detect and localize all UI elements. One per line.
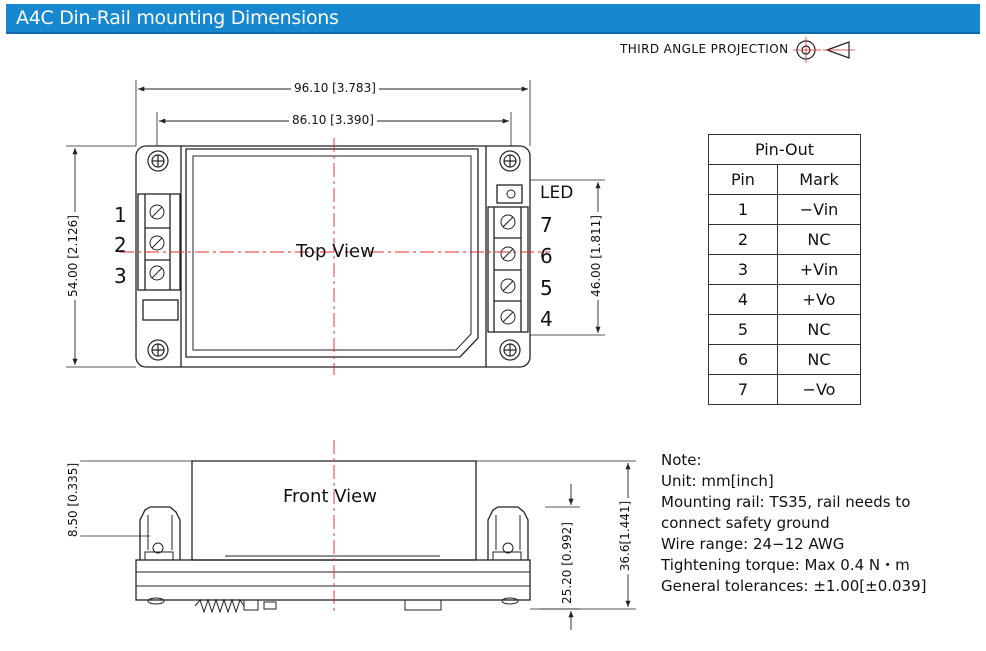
right-pin-label: 7	[540, 213, 553, 237]
page-title: A4C Din-Rail mounting Dimensions	[16, 7, 339, 29]
front-view-label: Front View	[283, 486, 377, 507]
pin-cell: 7	[708, 374, 778, 405]
front-top-dimension: 8.50 [0.335]	[66, 459, 81, 541]
pinout-title: Pin-Out	[708, 134, 861, 165]
third-angle-projection-icon	[793, 37, 855, 63]
table-row: 7−Vo	[708, 374, 861, 405]
front-rail-dimension: 25.20 [0.992]	[559, 519, 574, 607]
mark-cell: +Vin	[777, 254, 861, 285]
note-line: Note:	[661, 451, 702, 469]
note-line: connect safety ground	[661, 514, 830, 532]
note-line: General tolerances: ±1.00[±0.039]	[661, 577, 927, 595]
pin-cell: 1	[708, 194, 778, 225]
front-height-dimension: 36.6[1.441]	[618, 497, 633, 575]
led-label: LED	[540, 183, 574, 203]
notes-block: Note: Unit: mm[inch] Mounting rail: TS35…	[661, 450, 927, 597]
pin-cell: 4	[708, 284, 778, 315]
table-row: 1−Vin	[708, 194, 861, 225]
mark-cell: −Vo	[777, 374, 861, 405]
mark-cell: NC	[777, 344, 861, 375]
top-view-label: Top View	[296, 241, 375, 262]
note-line: Unit: mm[inch]	[661, 472, 774, 490]
title-bar: A4C Din-Rail mounting Dimensions	[6, 4, 980, 34]
pin-cell: 3	[708, 254, 778, 285]
note-line: Tightening torque: Max 0.4 N・m	[661, 556, 910, 574]
pin-cell: 5	[708, 314, 778, 345]
pin-cell: 6	[708, 344, 778, 375]
mark-cell: +Vo	[777, 284, 861, 315]
terminal-height-dimension: 46.00 [1.811]	[588, 212, 603, 300]
note-line: Mounting rail: TS35, rail needs to	[661, 493, 911, 511]
pinout-header-mark: Mark	[777, 164, 861, 195]
height-dimension: 54.00 [2.126]	[65, 212, 80, 300]
front-view-drawing	[66, 460, 636, 630]
overall-width-dimension: 96.10 [3.783]	[291, 81, 379, 95]
table-row: 3+Vin	[708, 254, 861, 285]
note-line: Wire range: 24−12 AWG	[661, 535, 845, 553]
table-row: 4+Vo	[708, 284, 861, 315]
pinout-header-pin: Pin	[708, 164, 778, 195]
mark-cell: NC	[777, 314, 861, 345]
hole-spacing-dimension: 86.10 [3.390]	[289, 113, 377, 127]
projection-label: THIRD ANGLE PROJECTION	[620, 42, 789, 56]
left-pin-label: 3	[114, 264, 127, 288]
right-pin-label: 4	[540, 307, 553, 331]
right-pin-label: 5	[540, 276, 553, 300]
left-pin-label: 2	[114, 233, 127, 257]
left-pin-label: 1	[114, 203, 127, 227]
right-pin-label: 6	[540, 244, 553, 268]
mark-cell: NC	[777, 224, 861, 255]
pin-cell: 2	[708, 224, 778, 255]
mark-cell: −Vin	[777, 194, 861, 225]
